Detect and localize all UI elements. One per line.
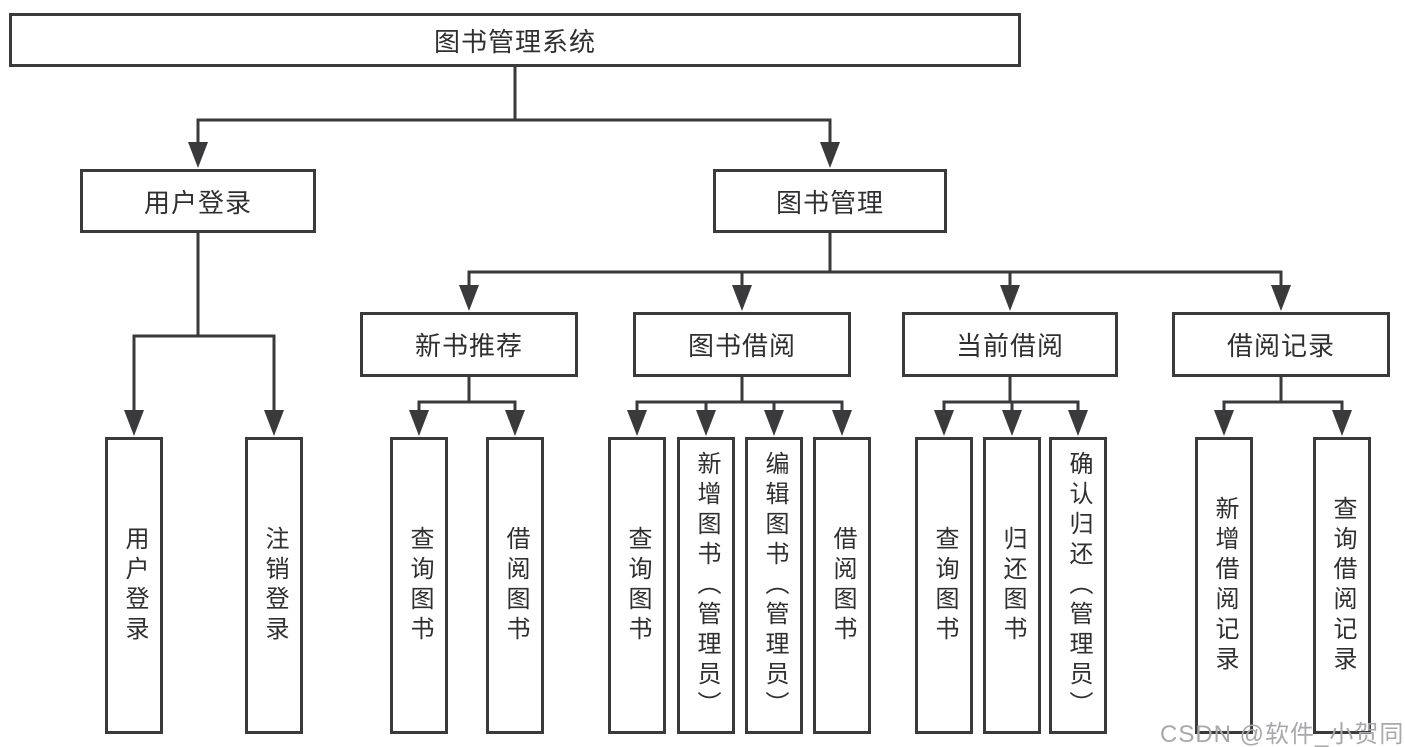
node-label-user-login: 用户登录: [143, 187, 252, 218]
node-label-leaf-nbr-borrow: 借阅图书: [502, 525, 529, 646]
arrowhead-icon: [934, 410, 954, 436]
arrowhead-icon: [459, 285, 479, 311]
node-label-book-mgmt: 图书管理: [775, 187, 884, 218]
node-label-new-book-rec: 新书推荐: [414, 331, 523, 361]
node-label-current-borrow: 当前借阅: [955, 331, 1064, 361]
node-leaf-logout: 注销登录: [245, 437, 303, 734]
node-borrow-records: 借阅记录: [1172, 312, 1390, 377]
arrowhead-icon: [188, 142, 208, 168]
arrowhead-icon: [820, 142, 840, 168]
node-label-leaf-cb-return: 归还图书: [999, 525, 1026, 646]
arrowhead-icon: [1271, 285, 1291, 311]
node-label-leaf-bb-query: 查询图书: [624, 525, 651, 646]
node-label-leaf-br-add: 新增借阅记录: [1211, 495, 1238, 676]
arrowhead-icon: [696, 410, 716, 436]
node-label-leaf-cb-query: 查询图书: [931, 525, 958, 646]
node-label-leaf-bb-add: 新增图书（管理员）: [693, 450, 720, 721]
arrowhead-icon: [1068, 410, 1088, 436]
node-label-leaf-br-query: 查询借阅记录: [1329, 495, 1356, 676]
node-label-borrow-records: 借阅记录: [1226, 331, 1335, 361]
node-current-borrow: 当前借阅: [902, 312, 1118, 377]
node-label-leaf-logout: 注销登录: [261, 525, 288, 646]
node-leaf-bb-add: 新增图书（管理员）: [677, 437, 735, 734]
node-root: 图书管理系统: [9, 13, 1021, 67]
node-leaf-br-query: 查询借阅记录: [1313, 437, 1371, 734]
arrowhead-icon: [1000, 285, 1020, 311]
node-book-mgmt: 图书管理: [713, 169, 947, 233]
node-leaf-nbr-borrow: 借阅图书: [486, 437, 544, 734]
node-leaf-cb-confirm: 确认归还（管理员）: [1049, 437, 1107, 734]
arrowhead-icon: [264, 410, 284, 436]
node-label-book-borrow: 图书借阅: [687, 331, 796, 361]
arrowhead-icon: [732, 285, 752, 311]
arrowhead-icon: [409, 410, 429, 436]
arrowhead-icon: [124, 410, 144, 436]
node-label-root: 图书管理系统: [433, 26, 596, 57]
node-label-leaf-nbr-query: 查询图书: [406, 525, 433, 646]
node-label-leaf-login: 用户登录: [121, 525, 148, 646]
node-label-leaf-bb-edit: 编辑图书（管理员）: [761, 450, 788, 721]
arrowhead-icon: [505, 410, 525, 436]
node-leaf-bb-query: 查询图书: [608, 437, 666, 734]
node-leaf-cb-query: 查询图书: [915, 437, 973, 734]
node-leaf-bb-borrow: 借阅图书: [813, 437, 871, 734]
node-leaf-login: 用户登录: [105, 437, 163, 734]
node-label-leaf-cb-confirm: 确认归还（管理员）: [1065, 450, 1092, 721]
node-leaf-bb-edit: 编辑图书（管理员）: [745, 437, 803, 734]
arrowhead-icon: [627, 410, 647, 436]
node-user-login: 用户登录: [80, 169, 316, 233]
node-new-book-rec: 新书推荐: [360, 312, 578, 377]
node-leaf-br-add: 新增借阅记录: [1195, 437, 1253, 734]
node-leaf-nbr-query: 查询图书: [390, 437, 448, 734]
node-leaf-cb-return: 归还图书: [983, 437, 1041, 734]
node-book-borrow: 图书借阅: [633, 312, 851, 377]
node-label-leaf-bb-borrow: 借阅图书: [829, 525, 856, 646]
watermark: CSDN @软件_小贺同学: [1160, 721, 1405, 747]
arrowhead-icon: [1332, 410, 1352, 436]
arrowhead-icon: [1002, 410, 1022, 436]
arrowhead-icon: [832, 410, 852, 436]
arrowhead-icon: [1214, 410, 1234, 436]
arrowhead-icon: [764, 410, 784, 436]
